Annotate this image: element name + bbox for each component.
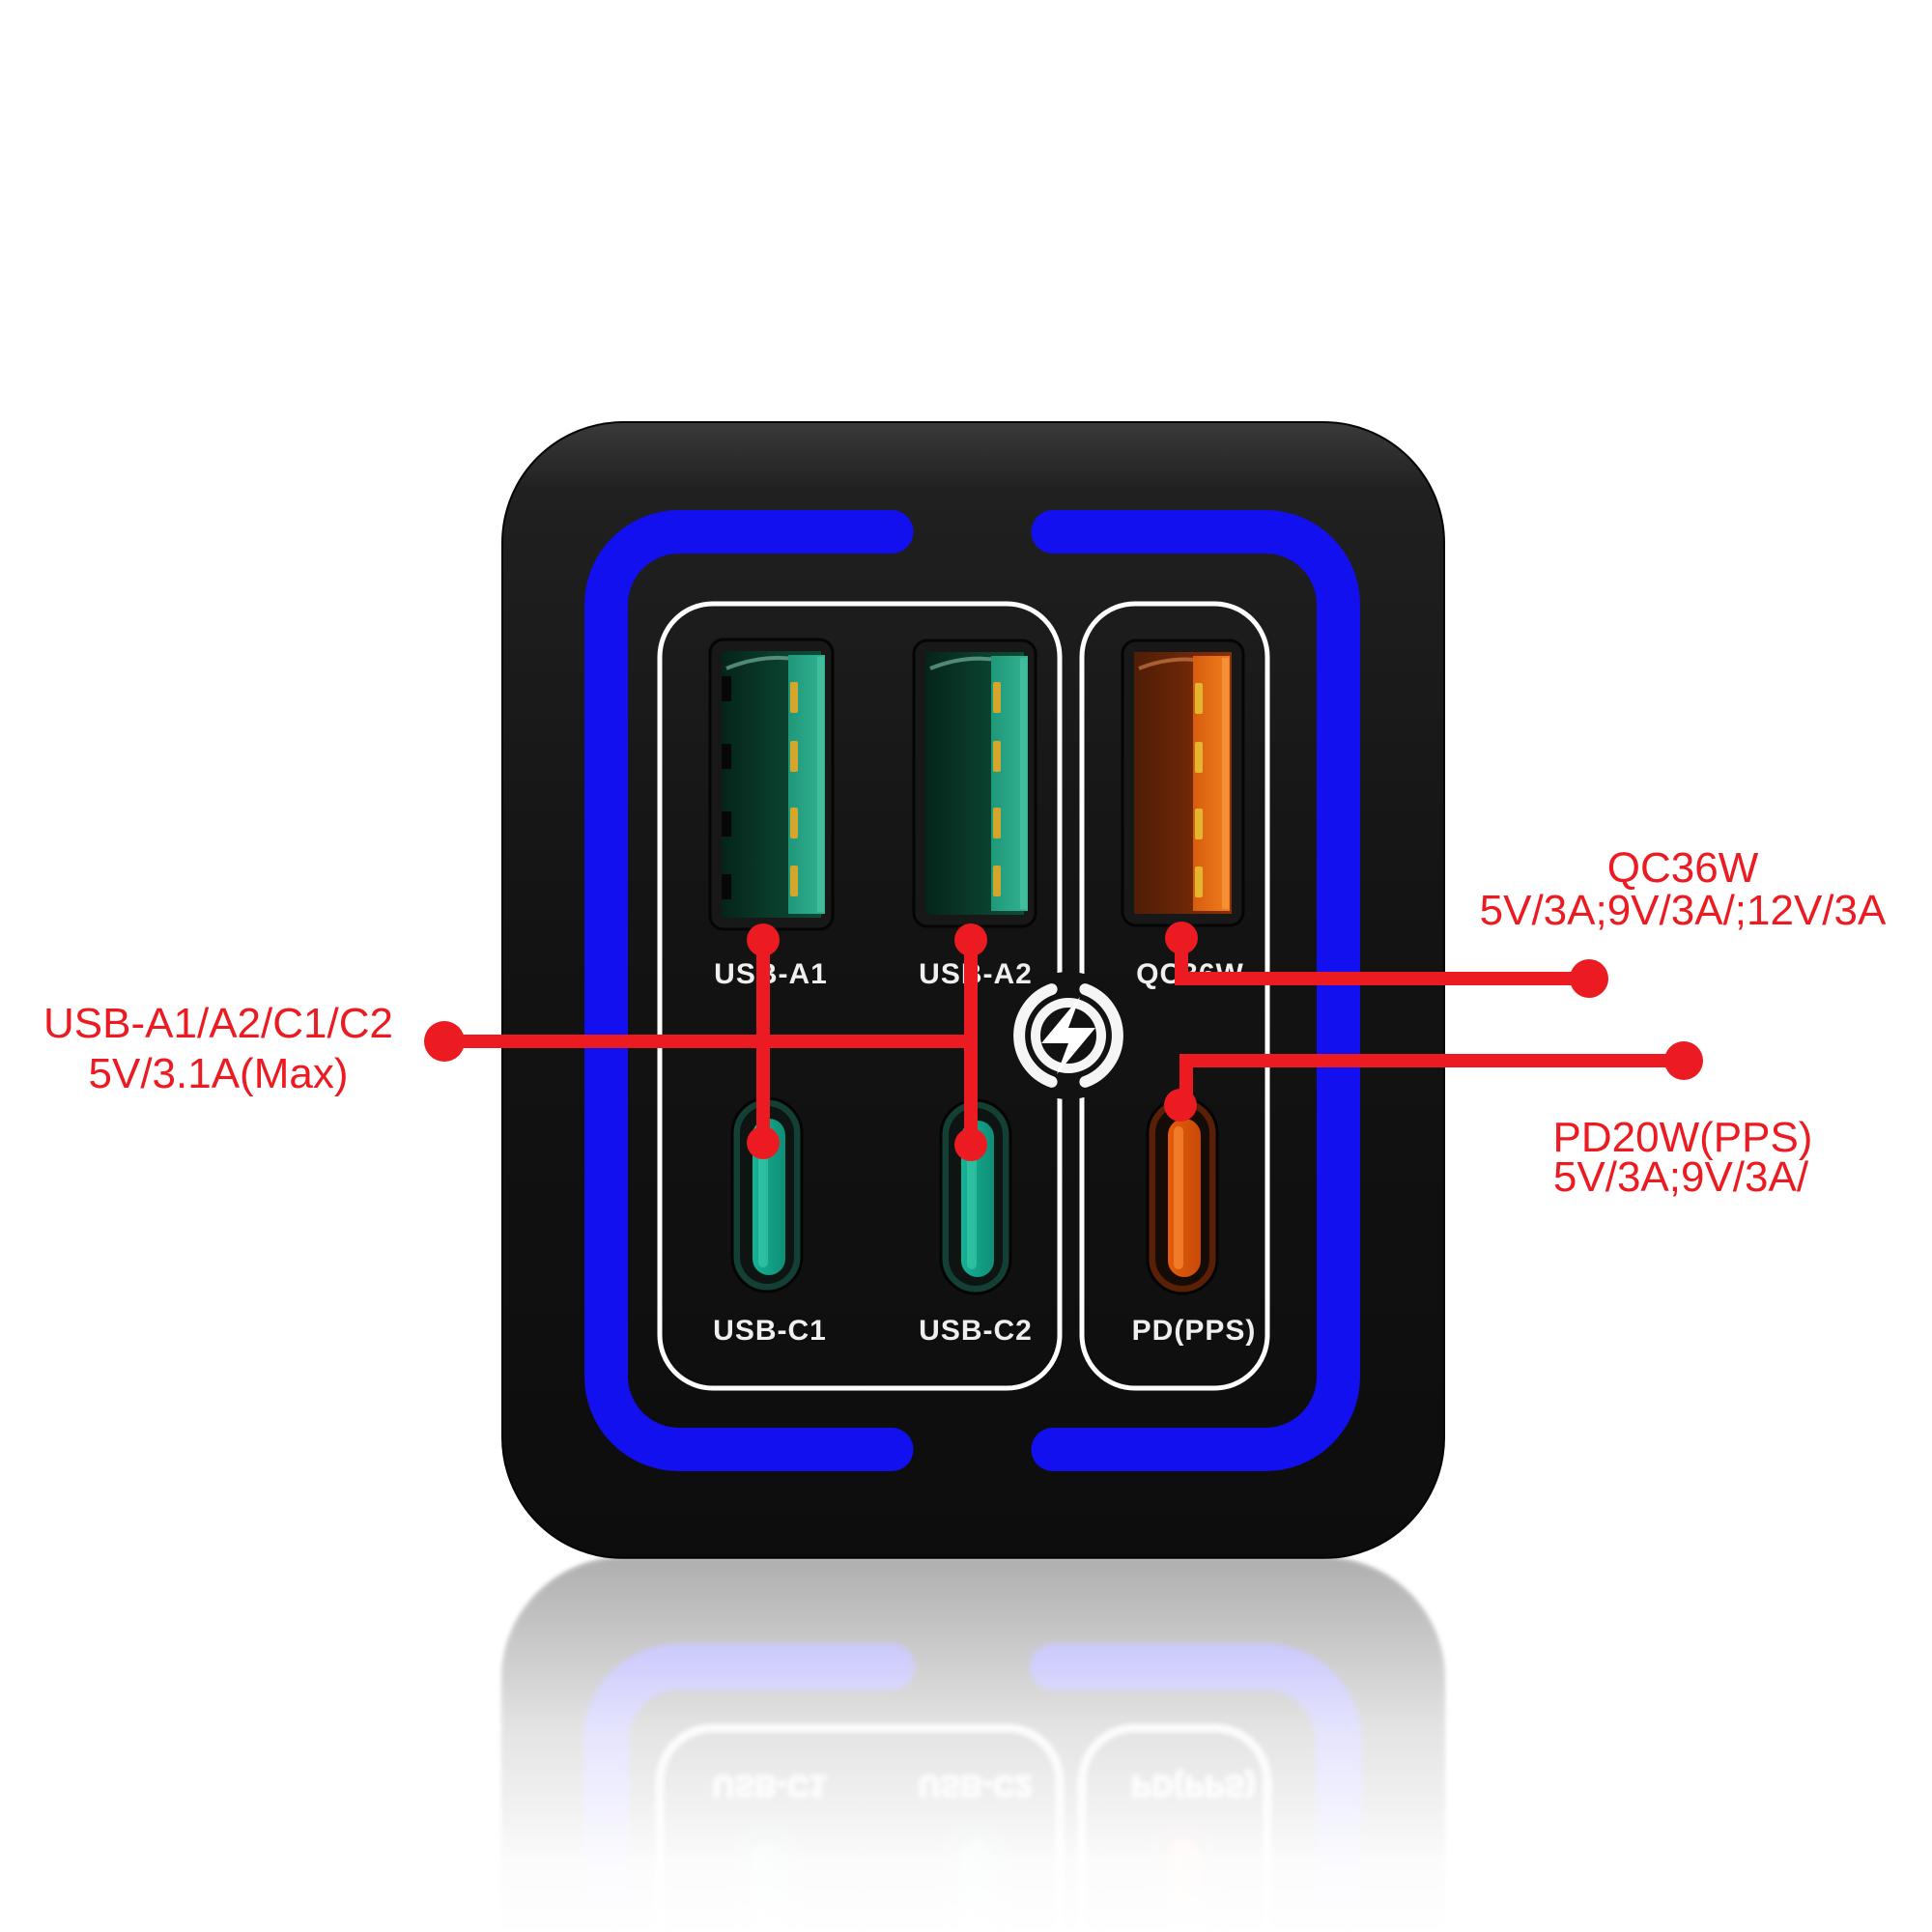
callout-line-qc-h: [1175, 972, 1589, 985]
callout-line-a1c1: [756, 940, 770, 1143]
callout-line-usb: [444, 1035, 978, 1048]
callout-texts: USB-A1/A2/C1/C2 5V/3.1A(Max) QC36W 5V/3A…: [43, 844, 1887, 1201]
callout-dot: [1664, 1041, 1703, 1080]
port-label-usb-a1: USB-A1: [714, 958, 828, 990]
port-qc36w: [1121, 639, 1245, 927]
port-usb-a1: [708, 638, 835, 931]
callout-dot: [747, 923, 780, 956]
annotation-qc-spec: 5V/3A;9V/3A/;12V/3A: [1480, 887, 1887, 934]
usb-a2-pins: [993, 682, 1001, 896]
annotation-pd-spec: 5V/3A;9V/3A/: [1553, 1153, 1809, 1201]
device-reflection: [406, 1558, 1565, 1932]
annotation-pd-title: PD20W(PPS): [1553, 1114, 1813, 1161]
callout-dot: [1165, 922, 1198, 954]
callout-dot: [954, 923, 987, 956]
callout-layer: [424, 922, 1703, 1161]
qc36w-pins: [1195, 683, 1203, 897]
lightning-bolt-icon: [1005, 972, 1132, 1099]
callout-dot: [1164, 1089, 1197, 1122]
port-usb-a2: [912, 639, 1037, 928]
annotation-qc-title: QC36W: [1607, 844, 1759, 892]
callout-dot: [747, 1126, 780, 1159]
annotation-usb-spec: 5V/3.1A(Max): [89, 1050, 349, 1097]
callout-dot: [424, 1021, 465, 1062]
usb-a1-pins: [790, 682, 798, 896]
callout-dot: [1570, 959, 1608, 998]
annotation-usb-title: USB-A1/A2/C1/C2: [43, 1000, 393, 1047]
blue-ring-left: [584, 510, 914, 1471]
blue-ring-right: [1031, 510, 1360, 1471]
port-label-usb-c2: USB-C2: [919, 1315, 1033, 1347]
callout-line-a2c2: [964, 940, 978, 1145]
callout-dot: [954, 1128, 987, 1161]
port-label-usb-c1: USB-C1: [713, 1315, 827, 1347]
port-label-pd-pps: PD(PPS): [1132, 1315, 1257, 1347]
callout-line-pd-h: [1179, 1054, 1684, 1067]
port-pd-pps: [1146, 1096, 1219, 1295]
